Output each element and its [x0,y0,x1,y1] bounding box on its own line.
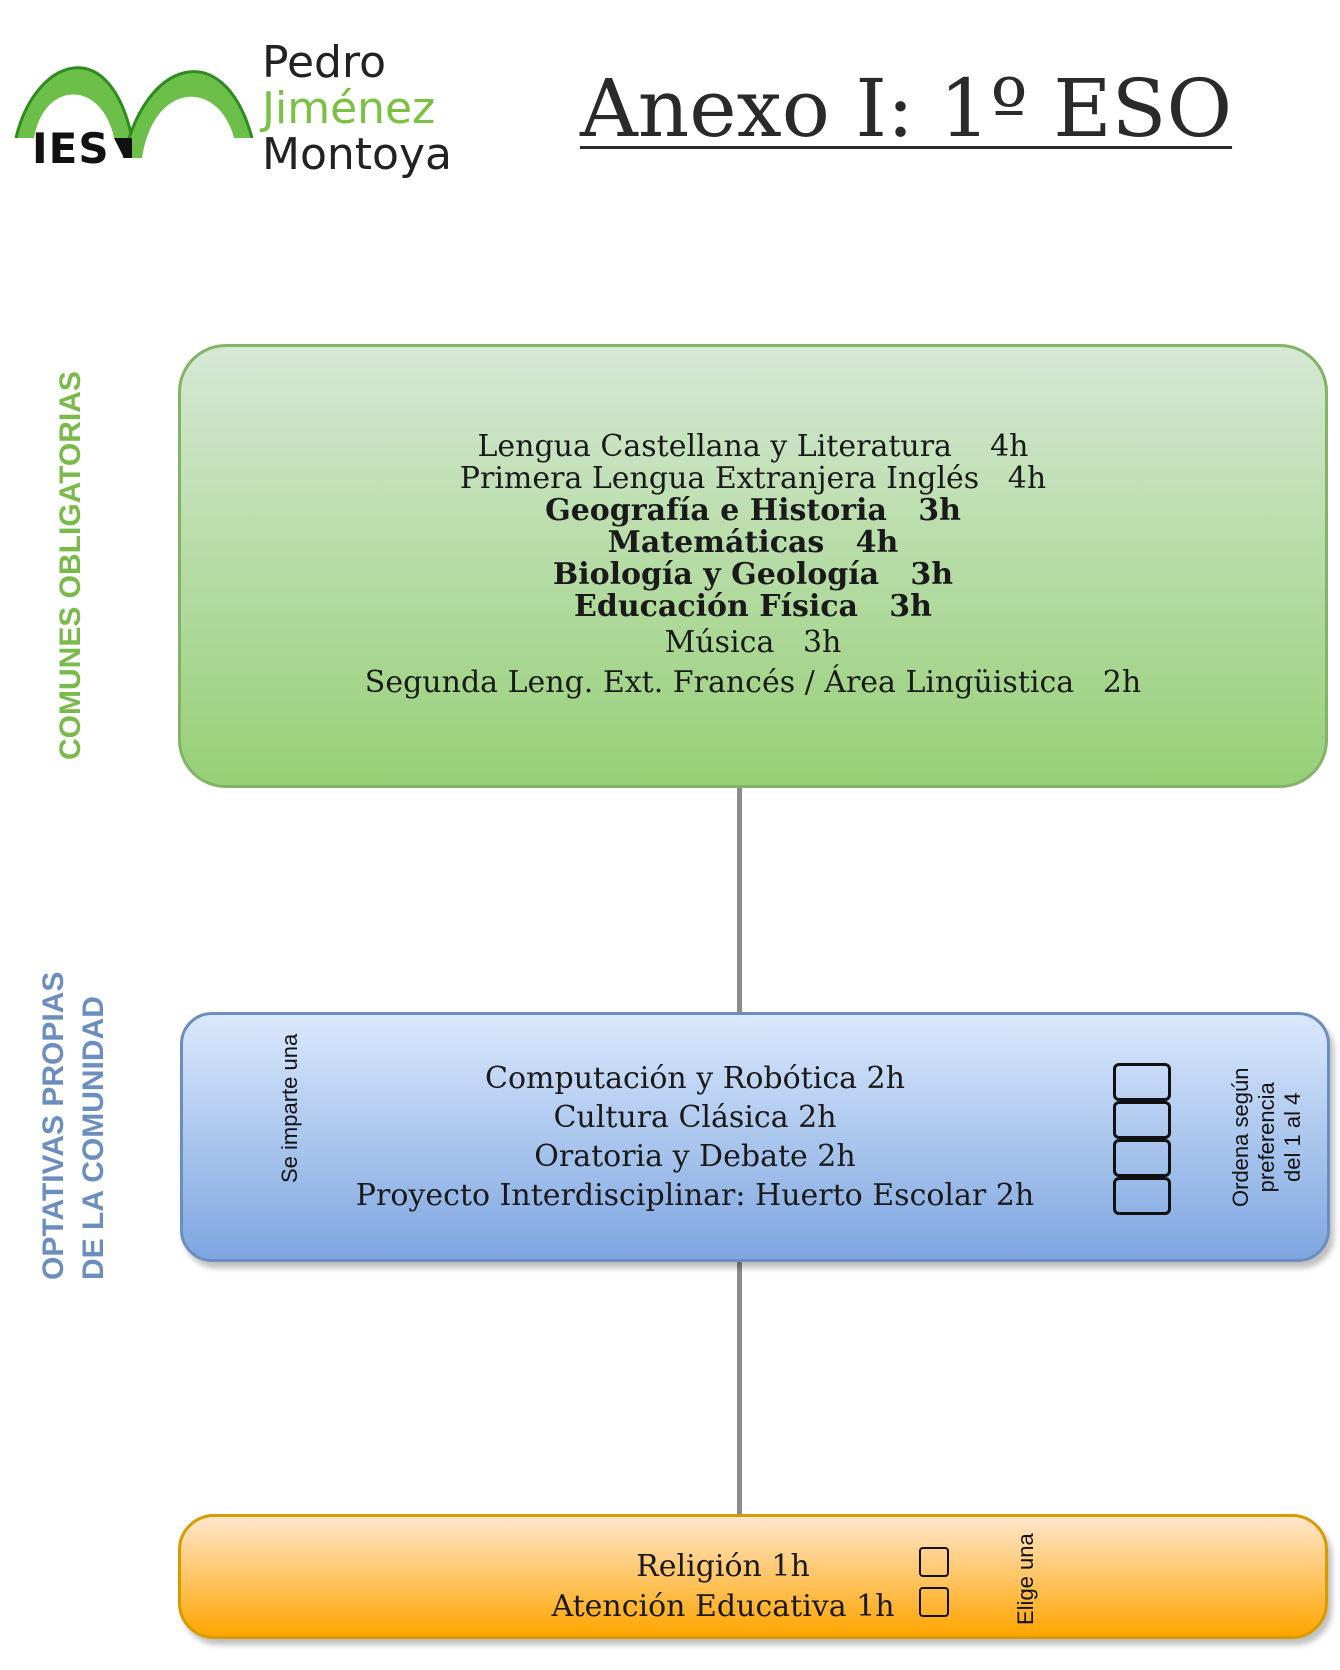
logo-name-line2: Jiménez [262,83,436,134]
religion-note: Elige una [1013,1533,1038,1625]
religion-item: Atención Educativa 1h [551,1589,895,1624]
right-note-line3: del 1 al 4 [1280,1092,1305,1182]
page-title: Anexo I: 1º ESO [580,62,1233,155]
comunes-list: Lengua Castellana y Literatura 4h Primer… [181,431,1325,699]
religion-list: Religión 1h Atención Educativa 1h [121,1547,1325,1627]
optativas-list: Computación y Robótica 2h Cultura Clásic… [63,1059,1327,1215]
optativa-item: Proyecto Interdisciplinar: Huerto Escola… [355,1178,1035,1213]
connector-line-2 [737,1262,742,1514]
side-label-comunes: COMUNES OBLIGATORIAS [54,371,87,760]
rank-input-4[interactable] [1113,1177,1171,1215]
religion-item: Religión 1h [636,1549,810,1584]
optativa-item: Computación y Robótica 2h [485,1061,905,1096]
optativa-item: Oratoria y Debate 2h [534,1139,856,1174]
atencion-educativa-checkbox[interactable] [919,1587,949,1617]
logo-school-name: Pedro Jiménez Montoya [262,40,452,178]
optativas-right-note: Ordena según preferencia del 1 al 4 [1228,1068,1306,1207]
subject-item: Matemáticas 4h [607,525,899,560]
rank-input-1[interactable] [1113,1063,1171,1101]
connector-line-1 [737,788,742,1012]
logo-abbrev: IES [32,124,110,173]
subject-item: Biología y Geología 3h [552,557,954,592]
comunes-box: Lengua Castellana y Literatura 4h Primer… [178,344,1328,788]
subject-item: Música 3h [664,625,842,660]
rank-input-2[interactable] [1113,1101,1171,1139]
religion-box: Religión 1h Atención Educativa 1h Elige … [178,1514,1328,1639]
religion-checkbox[interactable] [919,1547,949,1577]
school-logo: IES Pedro Jiménez Montoya [14,40,452,180]
subject-item: Geografía e Historia 3h [545,493,961,528]
subject-item: Segunda Leng. Ext. Francés / Área Lingüi… [364,665,1142,700]
optativas-box: Se imparte una Computación y Robótica 2h… [180,1012,1330,1262]
logo-name-line1: Pedro [262,37,387,88]
subject-item: Educación Física 3h [574,589,932,624]
arches-logo-icon [14,66,254,159]
subject-item: Lengua Castellana y Literatura 4h [477,429,1029,464]
optativa-item: Cultura Clásica 2h [553,1100,837,1135]
rank-input-3[interactable] [1113,1139,1171,1177]
logo-name-line3: Montoya [262,129,452,180]
subject-item: Primera Lengua Extranjera Inglés 4h [459,461,1047,496]
right-note-line1: Ordena según [1228,1067,1253,1207]
right-note-line2: preferencia [1254,1082,1279,1193]
